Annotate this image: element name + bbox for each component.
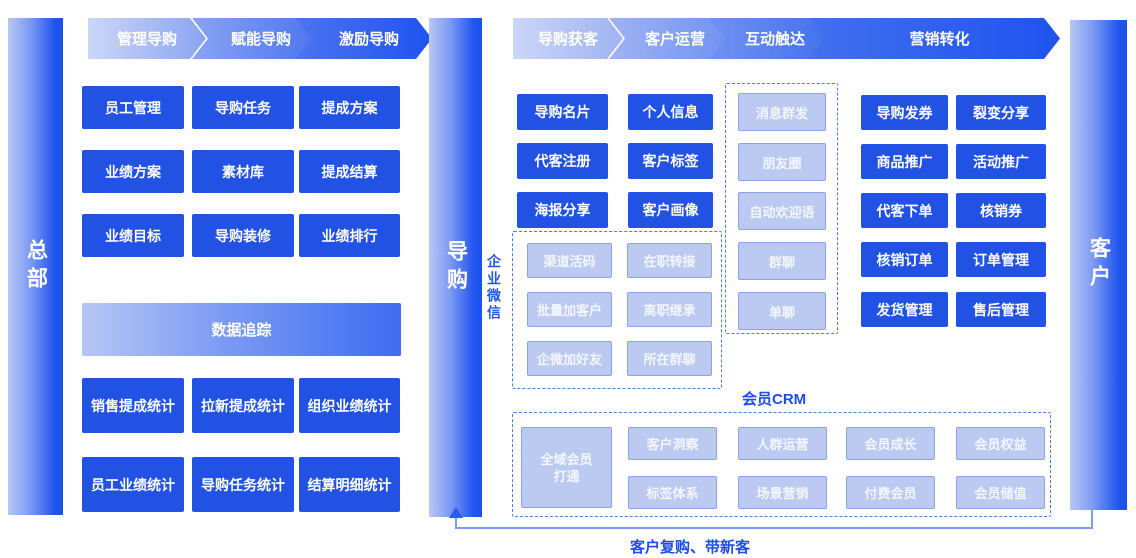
stat-box: 导购任务统计	[192, 457, 294, 512]
loop-line-bottom	[455, 527, 1093, 529]
feature-box: 代客下单	[861, 193, 948, 228]
feature-box: 导购任务	[192, 86, 294, 129]
feature-box: 售后管理	[956, 292, 1046, 327]
feature-box-muted: 企微加好友	[527, 341, 612, 376]
crm-group	[512, 412, 1051, 517]
crm-label: 会员CRM	[742, 391, 807, 408]
loop-label: 客户复购、带新客	[629, 539, 750, 556]
stage-arrow: 导购获客	[513, 18, 623, 59]
feature-box-muted: 场景营销	[738, 476, 827, 509]
feature-box-muted: 群聊	[738, 242, 826, 280]
feature-box-muted: 批量加客户	[527, 292, 612, 327]
stat-box: 结算明细统计	[299, 457, 400, 512]
feature-box: 核销券	[956, 193, 1046, 228]
feature-box-muted: 标签体系	[628, 476, 717, 509]
feature-box: 业绩目标	[82, 214, 184, 257]
stage-arrow: 管理导购	[88, 18, 206, 59]
feature-box-muted: 在职转接	[627, 243, 712, 278]
feature-box: 发货管理	[861, 292, 948, 327]
feature-box: 客户画像	[628, 192, 713, 228]
feature-box: 订单管理	[956, 242, 1046, 277]
feature-box: 商品推广	[861, 144, 948, 179]
loop-line-left	[455, 518, 457, 528]
feature-box-muted: 渠道活码	[527, 243, 612, 278]
hq-stage-band: 管理导购 赋能导购 激励导购	[88, 18, 422, 59]
stat-box: 拉新提成统计	[192, 378, 294, 433]
feature-box: 个人信息	[628, 94, 713, 130]
feature-box-muted: 会员权益	[956, 427, 1045, 460]
feature-box-muted: 会员成长	[846, 427, 935, 460]
hq-pillar: 总部	[8, 18, 63, 515]
stat-box: 员工业绩统计	[82, 457, 184, 512]
feature-box: 业绩排行	[299, 214, 400, 257]
feature-box: 海报分享	[517, 192, 608, 228]
feature-box-muted: 朋友圈	[738, 143, 826, 181]
feature-box-muted: 会员储值	[956, 476, 1045, 509]
guide-stage-band: 导购获客 客户运营 互动触达 营销转化	[513, 18, 1050, 59]
crm-main-line1: 全域会员	[540, 451, 593, 467]
feature-box: 提成方案	[299, 86, 400, 129]
feature-box: 导购装修	[192, 214, 294, 257]
feature-box-muted: 全域会员 打通	[521, 427, 612, 508]
wecom-group	[512, 231, 722, 389]
crm-main-line2: 打通	[553, 468, 580, 484]
feature-box: 员工管理	[82, 86, 184, 129]
feature-box-muted: 客户洞察	[628, 427, 717, 460]
feature-box-muted: 离职继承	[627, 292, 712, 327]
feature-box-muted: 人群运营	[738, 427, 827, 460]
feature-box: 核销订单	[861, 242, 948, 277]
feature-box: 代客注册	[517, 143, 608, 179]
stage-arrow: 激励导购	[296, 18, 432, 59]
stat-box: 组织业绩统计	[299, 378, 400, 433]
stage-arrow: 互动触达	[709, 18, 831, 59]
feature-box: 裂变分享	[956, 95, 1046, 130]
feature-box: 客户标签	[628, 143, 713, 179]
feature-box: 活动推广	[956, 144, 1046, 179]
feature-box: 业绩方案	[82, 150, 184, 193]
feature-box: 素材库	[192, 150, 294, 193]
data-tracking-bar: 数据追踪	[82, 303, 401, 356]
stage-arrow: 营销转化	[809, 18, 1060, 59]
feature-box: 提成结算	[299, 150, 400, 193]
guide-pillar: 导购	[429, 18, 482, 517]
feature-box: 导购名片	[517, 94, 608, 130]
feature-box-muted: 消息群发	[738, 93, 826, 131]
loop-line-right	[1091, 509, 1093, 529]
customer-pillar: 客户	[1070, 20, 1127, 510]
feature-box: 导购发券	[861, 95, 948, 130]
feature-box-muted: 付费会员	[846, 476, 935, 509]
loop-arrow-icon	[449, 507, 463, 518]
reach-group	[725, 83, 838, 334]
stage-arrow: 客户运营	[609, 18, 731, 59]
wecom-label: 企业微信	[486, 254, 502, 322]
feature-box-muted: 单聊	[738, 292, 826, 330]
stat-box: 销售提成统计	[82, 378, 184, 433]
feature-box-muted: 自动欢迎语	[738, 192, 826, 230]
feature-box-muted: 所在群聊	[627, 341, 712, 376]
stage-arrow: 赋能导购	[192, 18, 320, 59]
